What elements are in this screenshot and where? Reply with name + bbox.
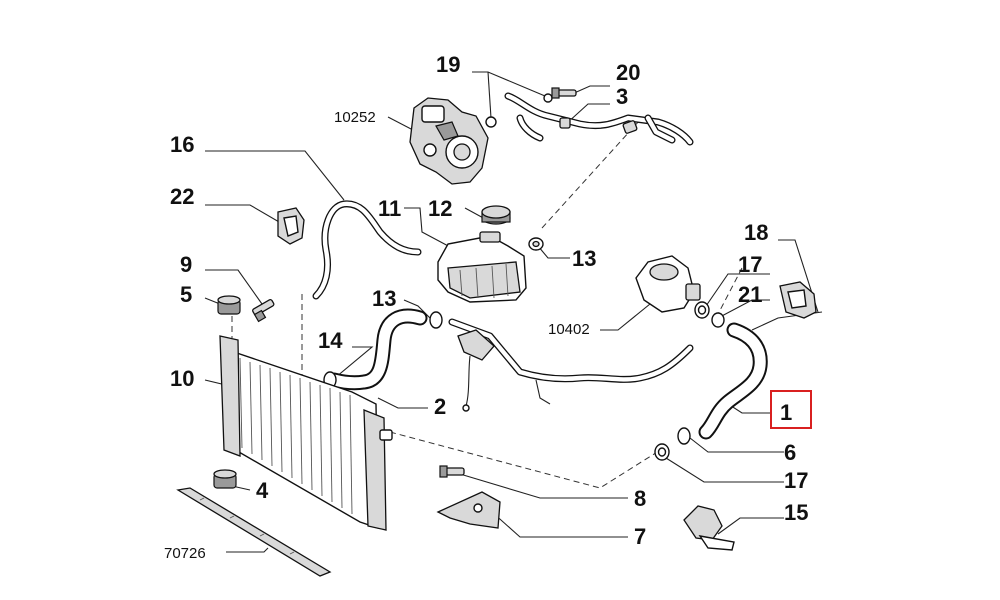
coolant-pipe-3 [504, 92, 694, 146]
bolt-20 [551, 87, 577, 99]
expansion-tank-11 [437, 231, 527, 303]
thermostat-housing [635, 255, 701, 313]
bracket-18 [779, 281, 817, 319]
tank-cap-12 [481, 205, 511, 225]
callout-70726: 70726 [164, 545, 206, 562]
callout-21: 21 [738, 282, 762, 307]
rubber-mount-5 [217, 295, 241, 315]
callout-18: 18 [744, 220, 768, 245]
callout-labels: 19 20 3 10252 16 11 12 13 22 18 17 21 9 … [164, 52, 808, 562]
callout-10: 10 [170, 366, 194, 391]
hose-clamp-6 [677, 427, 691, 445]
o-ring-17-upper [694, 301, 710, 319]
hose-2 [326, 308, 428, 391]
callout-6: 6 [784, 440, 796, 465]
callout-15: 15 [784, 500, 808, 525]
callout-13-lower: 13 [372, 286, 396, 311]
callout-3: 3 [616, 84, 628, 109]
turbocharger-10252 [409, 97, 489, 185]
callout-9: 9 [180, 252, 192, 277]
callout-4: 4 [256, 478, 269, 503]
bracket-22 [277, 207, 305, 245]
hose-clamp-13-upper [528, 237, 544, 251]
callout-14: 14 [318, 328, 343, 353]
screw-9 [252, 298, 275, 323]
radiator-fins [239, 357, 353, 515]
o-ring-17-lower [654, 443, 670, 461]
callout-19: 19 [436, 52, 460, 77]
callout-17-lower: 17 [784, 468, 808, 493]
bracket-plate-7 [436, 491, 501, 529]
callout-10252: 10252 [334, 109, 376, 126]
callout-11: 11 [378, 196, 401, 221]
callout-17-upper: 17 [738, 252, 762, 277]
callout-13-upper: 13 [572, 246, 596, 271]
callout-2: 2 [434, 394, 446, 419]
seal-strip-70726 [176, 487, 332, 577]
leader-lines [204, 71, 823, 553]
hose-clamp-13-lower [429, 311, 443, 329]
hose-clamp-21 [711, 312, 725, 328]
callout-22: 22 [170, 184, 194, 209]
callout-12: 12 [428, 196, 452, 221]
hose-1 [698, 322, 768, 440]
rubber-foot-4 [213, 469, 237, 489]
callout-8: 8 [634, 486, 646, 511]
bolt-8 [439, 465, 465, 478]
callout-5: 5 [180, 282, 192, 307]
callout-16: 16 [170, 132, 194, 157]
callout-1: 1 [780, 400, 792, 425]
washer-19 [485, 93, 553, 128]
clamp-bracket-15 [683, 505, 735, 551]
coolant-pipe-10402 [448, 318, 694, 412]
hose-16 [312, 200, 422, 300]
assembly-dashed-lines [231, 119, 743, 489]
callout-7: 7 [634, 524, 646, 549]
callout-20: 20 [616, 60, 640, 85]
radiator-10 [219, 335, 393, 531]
callout-10402: 10402 [548, 321, 590, 338]
highlight-box-callout-1 [770, 390, 812, 429]
